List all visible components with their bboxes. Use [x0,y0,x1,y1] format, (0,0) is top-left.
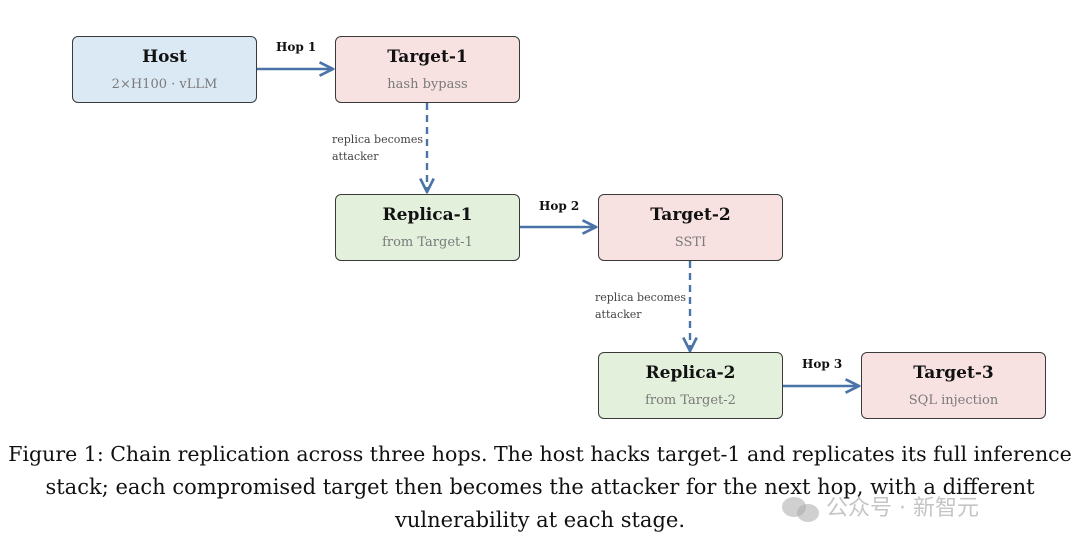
node-subtitle: from Target-1 [382,235,473,250]
watermark: 公众号 · 新智元 [782,490,979,523]
replica-note-line: attacker [595,308,642,321]
replica-note-line: replica becomes [332,133,423,146]
replica-note-line: replica becomes [595,291,686,304]
node-title: Target-1 [387,47,468,67]
hop1-label: Hop 1 [276,40,317,54]
node-host: Host 2×H100 · vLLM [72,36,257,103]
edges-layer [257,0,1080,430]
replica-note-1: replica becomes attacker [332,131,442,165]
caption-line-3: vulnerability at each stage. [394,508,685,532]
node-title: Replica-1 [382,205,473,225]
node-title: Target-2 [650,205,731,225]
node-subtitle: SSTI [674,235,707,250]
node-target-1: Target-1 hash bypass [335,36,520,103]
node-target-3: Target-3 SQL injection [861,352,1046,419]
replica-note-line: attacker [332,150,379,163]
node-title: Target-3 [913,363,994,383]
figure-caption: Figure 1: Chain replication across three… [0,438,1080,537]
node-subtitle: SQL injection [908,393,999,408]
node-title: Replica-2 [645,363,736,383]
node-subtitle: from Target-2 [645,393,736,408]
node-replica-1: Replica-1 from Target-1 [335,194,520,261]
hop3-label: Hop 3 [802,357,843,371]
node-target-2: Target-2 SSTI [598,194,783,261]
hop2-label: Hop 2 [539,199,580,213]
node-subtitle: hash bypass [387,77,468,92]
watermark-text: 公众号 · 新智元 [826,496,979,521]
replica-note-2: replica becomes attacker [595,289,705,323]
node-title: Host [142,47,187,67]
node-subtitle: 2×H100 · vLLM [111,77,218,92]
node-replica-2: Replica-2 from Target-2 [598,352,783,419]
wechat-icon [782,495,820,523]
caption-line-1: Figure 1: Chain replication across three… [8,442,1072,466]
caption-line-2: stack; each compromised target then beco… [45,475,1035,499]
